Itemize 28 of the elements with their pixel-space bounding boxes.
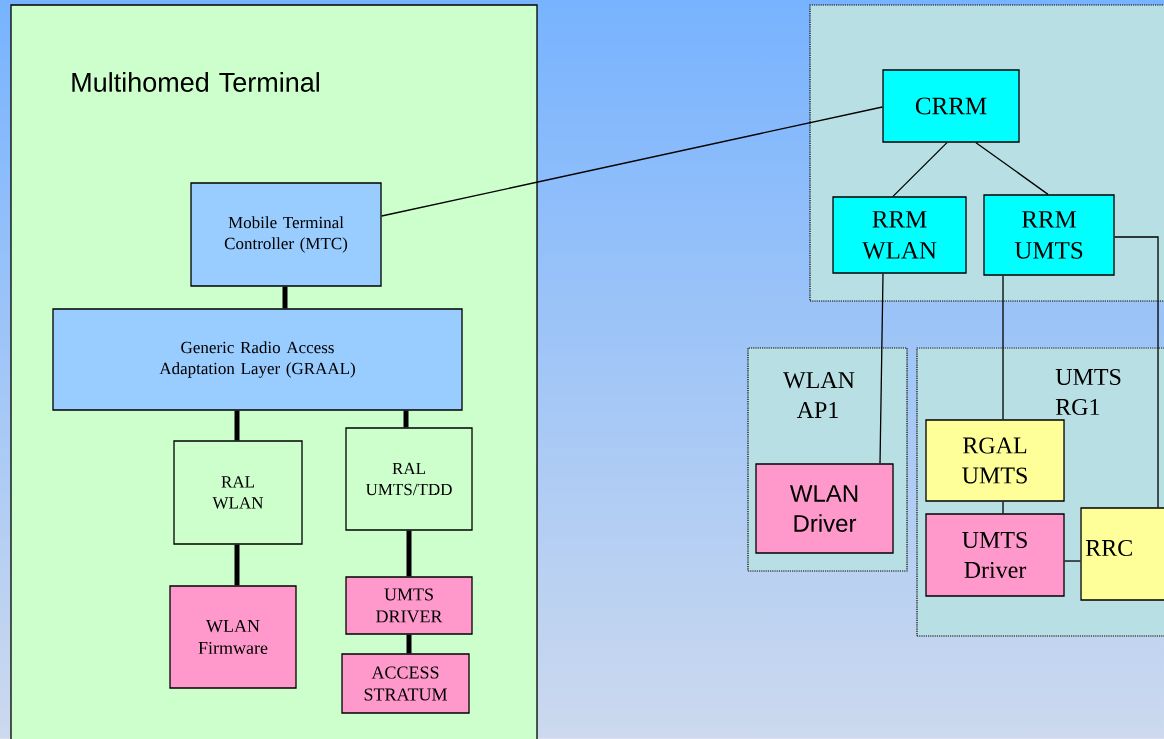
process-box: RAL UMTS/TDD [345, 427, 473, 531]
process-box: Mobile Terminal Controller (MTC) [190, 182, 382, 287]
connector-line [892, 142, 948, 197]
process-box: UMTS Driver [925, 513, 1065, 597]
process-box: RGAL UMTS [925, 419, 1065, 502]
connector-line [234, 410, 240, 441]
process-box: UMTS DRIVER [345, 576, 473, 635]
connector-line [1064, 560, 1081, 562]
connector-line [381, 106, 883, 217]
process-box: CRRM [882, 69, 1020, 143]
process-box: RRM UMTS [983, 194, 1115, 276]
connector-line [975, 142, 1049, 195]
process-box: RAL WLAN [173, 440, 303, 545]
connector-line [879, 273, 884, 464]
connector-line [403, 410, 409, 428]
connector-line [406, 634, 412, 654]
process-box: Generic Radio Access Adaptation Layer (GRAAL) [52, 308, 463, 411]
process-box: ACCESS STRATUM [341, 653, 470, 714]
connector-line [234, 544, 240, 586]
process-box: WLAN Firmware [169, 585, 297, 689]
connector-line [406, 530, 412, 577]
process-box: RRC [1080, 507, 1164, 601]
connector-line [1002, 501, 1004, 514]
connector-line [1002, 275, 1004, 420]
connector-line [282, 286, 288, 309]
process-box: WLAN Driver [755, 463, 894, 554]
process-box: RRM WLAN [832, 196, 967, 274]
connector-line [1114, 236, 1159, 508]
